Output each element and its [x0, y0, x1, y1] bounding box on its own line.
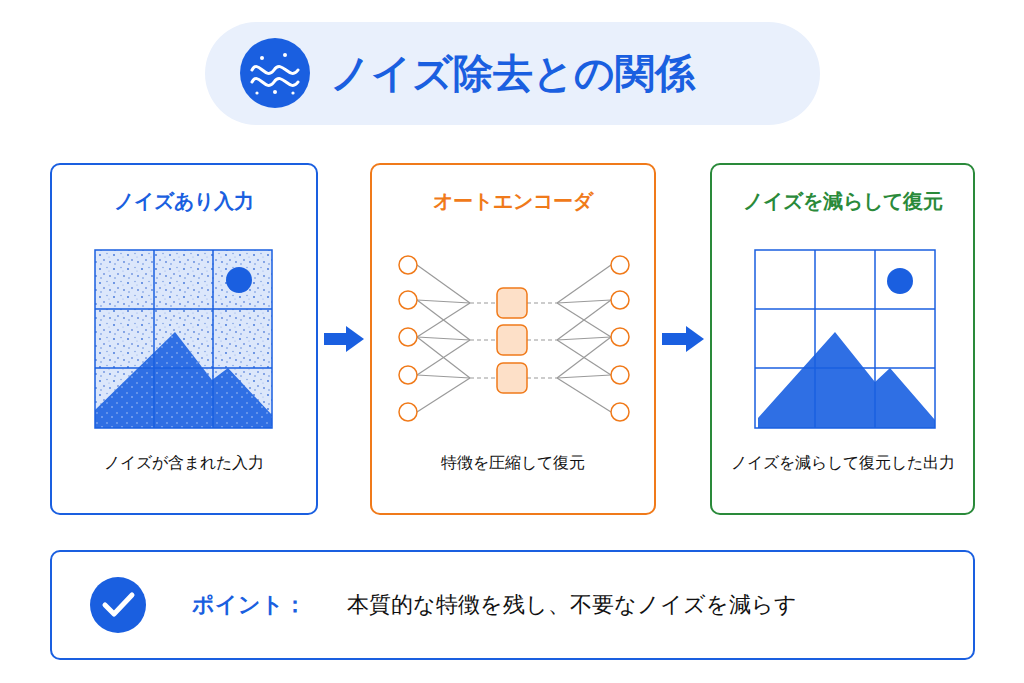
box-heading: ノイズを減らして復元 [743, 188, 943, 214]
input-box: ノイズあり入力ノイズが含まれた入力 [50, 163, 318, 515]
flow-arrow [324, 333, 346, 345]
clean-image [755, 250, 935, 428]
noisy-image [95, 250, 272, 428]
output-box: ノイズを減らして復元ノイズを減らして復元した出力 [710, 163, 975, 515]
box-heading: ノイズあり入力 [114, 188, 254, 214]
autoencoder-box: オートエンコーダ特徴を圧縮して復元 [370, 163, 656, 515]
box-caption: 特徴を圧縮して復元 [441, 453, 585, 474]
point-label: ポイント： [192, 591, 306, 620]
autoencoder-network [399, 256, 629, 421]
box-caption: ノイズを減らして復元した出力 [731, 453, 955, 474]
box-caption: ノイズが含まれた入力 [104, 453, 264, 474]
box-heading: オートエンコーダ [433, 188, 593, 214]
point-box: ポイント： 本質的な特徴を残し、不要なノイズを減らす [50, 550, 975, 660]
point-text: 本質的な特徴を残し、不要なノイズを減らす [347, 591, 797, 620]
title: ノイズ除去との関係 [330, 45, 695, 101]
noise-icon [240, 38, 310, 108]
flow-arrow [662, 333, 686, 345]
check-icon [90, 577, 146, 633]
